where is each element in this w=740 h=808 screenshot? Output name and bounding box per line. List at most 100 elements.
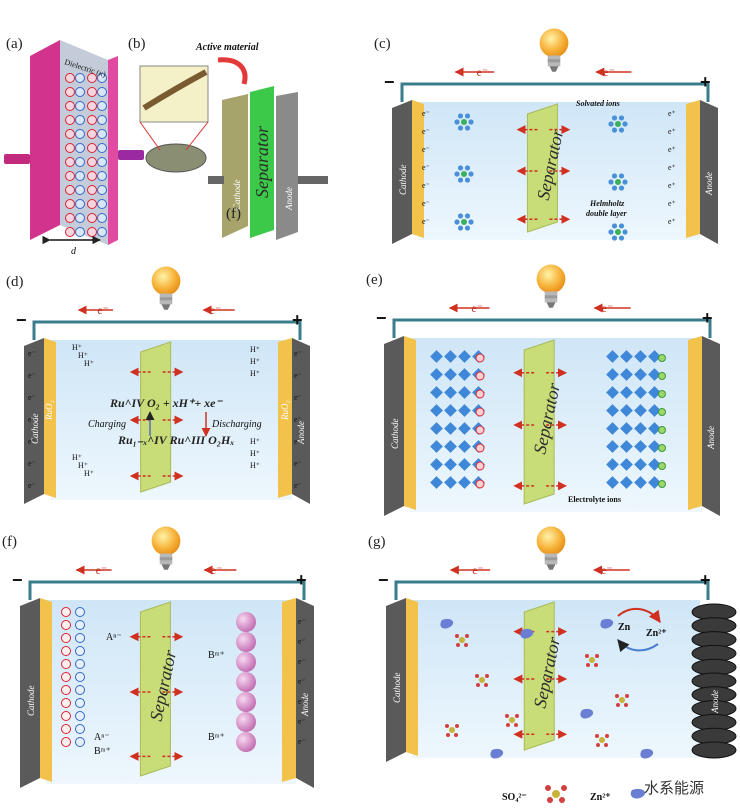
panel-g-label: (g) [368,534,386,550]
f-adsorbed-ion [61,698,71,708]
g-sulfate-oxygen [445,724,449,728]
f-adsorbed-ion [75,711,85,721]
legend-so4-label: SO₄²⁻ [502,792,527,803]
charging-label: Charging [88,419,126,430]
g-zn-label: Zn [618,622,631,633]
g-bulb-icon [536,526,566,570]
discharging-label: Discharging [211,419,262,430]
e-cation [475,425,485,435]
dielectric-plate-right [108,56,118,245]
f-redox-sphere [236,612,256,632]
c-helmholtz-label-1: Helmholtz [589,199,625,208]
inset-fiber [142,69,208,111]
b-terminal-right [298,176,328,184]
e-lattice-left [444,458,457,471]
dipole-positive [87,87,97,97]
panel-a: (a) Dielectric (κ) d [4,36,144,257]
dipole-positive [87,129,97,139]
f-adsorbed-ion [75,633,85,643]
f-anode-collector [296,598,314,788]
dipole-positive [87,185,97,195]
c-solvated-ion [622,179,628,185]
b-sub-label: (f) [226,206,241,222]
b-anode-label: Anode [284,187,294,211]
f-adsorbed-ion [61,672,71,682]
g-sulfate-oxygen [485,674,489,678]
f-adsorbed-ion [75,672,85,682]
e-lattice-left [444,368,457,381]
f-bulb-icon [151,526,181,570]
c-solvated-ion [618,115,625,121]
active-material-arrow [217,57,248,85]
f-electron: e⁻ [298,657,306,666]
dipole-negative [97,143,107,153]
g-wire [394,580,710,600]
separator-layer [250,86,274,238]
dielectric-plate-left [30,40,60,240]
g-sulfate-oxygen [455,634,459,638]
c-anode-label: Anode [704,172,714,196]
f-adsorbed-ion [75,724,85,734]
c-charge-anode: e⁺ [668,181,676,190]
e-lattice-left [444,350,457,363]
c-electron-cathode: e⁻ [422,217,430,226]
d-separator [140,341,172,493]
c-charge-anode: e⁺ [668,109,676,118]
d-cathode-collector [24,338,44,504]
c-solvated-ion [618,173,625,179]
zoom-line-2 [185,121,209,151]
f-separator [139,601,171,777]
e-plus-sign: + [702,308,713,328]
e-lattice-left [444,404,457,417]
g-minus-sign: − [378,570,389,590]
f-electrolyte [46,600,296,784]
c-solvated-ion [457,113,464,119]
g-sulfate-oxygen [586,663,590,667]
c-charge-anode: e⁺ [668,163,676,172]
f-redox-sphere [236,712,256,732]
e-lattice-left [458,350,471,363]
d-electron: e⁻ [294,393,302,402]
f-electron: e⁻ [298,697,306,706]
g-sulfate-oxygen [596,743,600,747]
f-cathode-active [40,598,52,782]
e-lattice-left [430,422,443,435]
c-helmholtz-label-2: double layer [586,209,628,218]
c-wire [400,82,710,102]
f-adsorbed-ion [75,659,85,669]
f-electron: e⁻ [298,637,306,646]
e-anion [658,390,666,398]
panel-c-label: (c) [374,36,391,52]
f-plus-sign: + [296,570,307,590]
g-sulfate-ion [509,717,515,723]
thickness-label: d [71,246,77,257]
d-electron: e⁻ [294,481,302,490]
c-electron-cathode: e⁻ [422,199,430,208]
dipole-negative [97,157,107,167]
d-proton: H⁺ [78,351,88,360]
e-lattice-left [430,440,443,453]
g-sulfate-oxygen [455,724,459,728]
f-adsorbed-ion [75,646,85,656]
panel-d-reaction: Ru^IV O₂ + xH⁺+ xe⁻ Ru₁₋ₓ^IV Ru^III O₂Hₓ… [88,396,262,447]
g-sulfate-oxygen [594,663,598,667]
f-adsorbed-ion [61,646,71,656]
c-solvated-ion [464,165,471,171]
dipole-positive [65,101,75,111]
e-lattice-left [430,476,443,489]
c-solvated-ion [457,177,464,183]
dipole-array [65,73,107,237]
f-anion-label-2: Aⁿ⁻ [94,732,110,743]
e-anode-collector [702,336,720,516]
d-ruo2-left: RuO₂ [44,400,54,421]
e-lattice-left [458,422,471,435]
dipole-positive [65,143,75,153]
dipole-negative [97,101,107,111]
e-lattice-left [444,386,457,399]
dipole-negative [75,143,85,153]
d-proton: H⁺ [250,357,260,366]
d-anode-active [278,338,292,498]
e-electrolyte-label: Electrolyte ions [568,495,621,504]
